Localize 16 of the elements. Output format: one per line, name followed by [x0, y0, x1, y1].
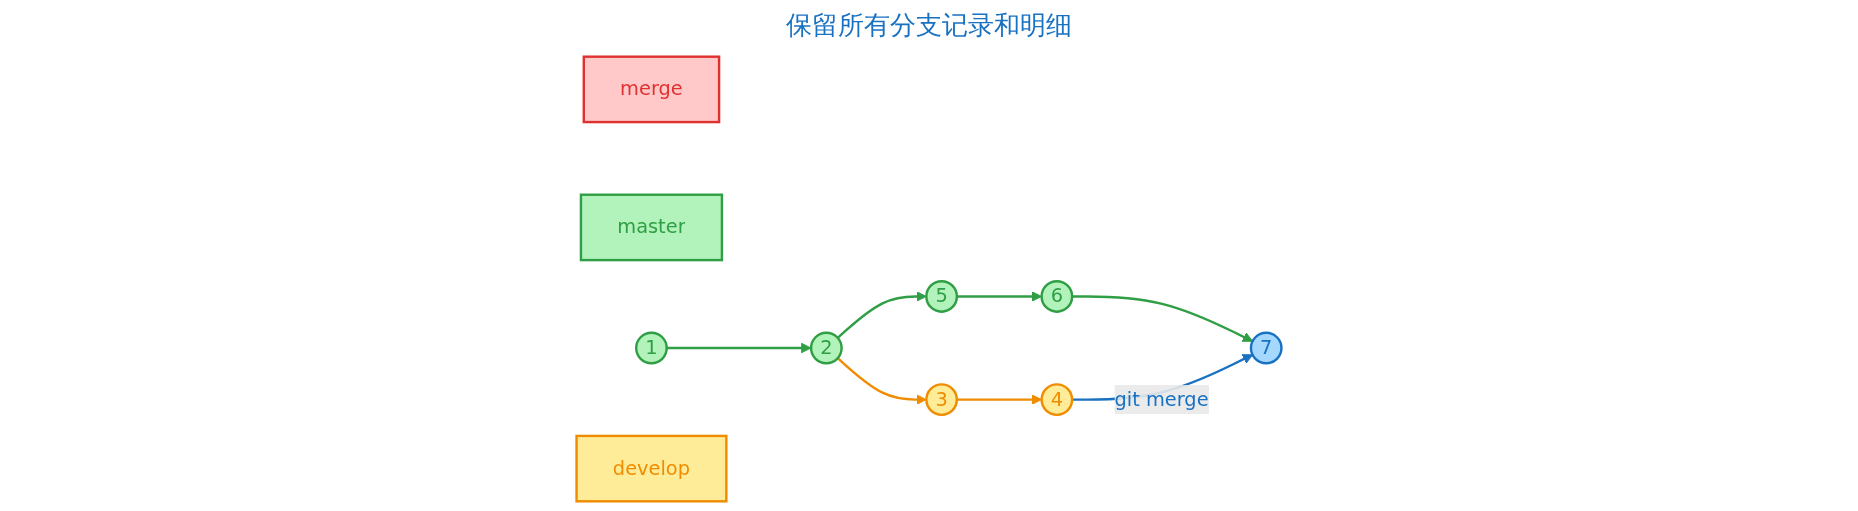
- node-circle: 7: [1249, 331, 1283, 365]
- node-circle: 6: [1040, 280, 1074, 313]
- node-circle: 3: [925, 383, 959, 417]
- edge-label: git merge: [1114, 387, 1209, 411]
- arrow: [666, 342, 812, 354]
- note-text: 保留所有分支记录和明细: [786, 10, 1072, 40]
- node-circle: 1: [635, 331, 668, 365]
- arrow: [836, 357, 927, 405]
- node-circle: 2: [809, 331, 843, 365]
- node-box: develop: [575, 434, 728, 503]
- node-box: merge: [582, 55, 721, 124]
- arrow: [836, 291, 927, 339]
- node-circle: 5: [925, 280, 959, 313]
- node-circle: 4: [1040, 383, 1074, 417]
- node-box: master: [579, 193, 724, 262]
- arrow: [1072, 295, 1253, 342]
